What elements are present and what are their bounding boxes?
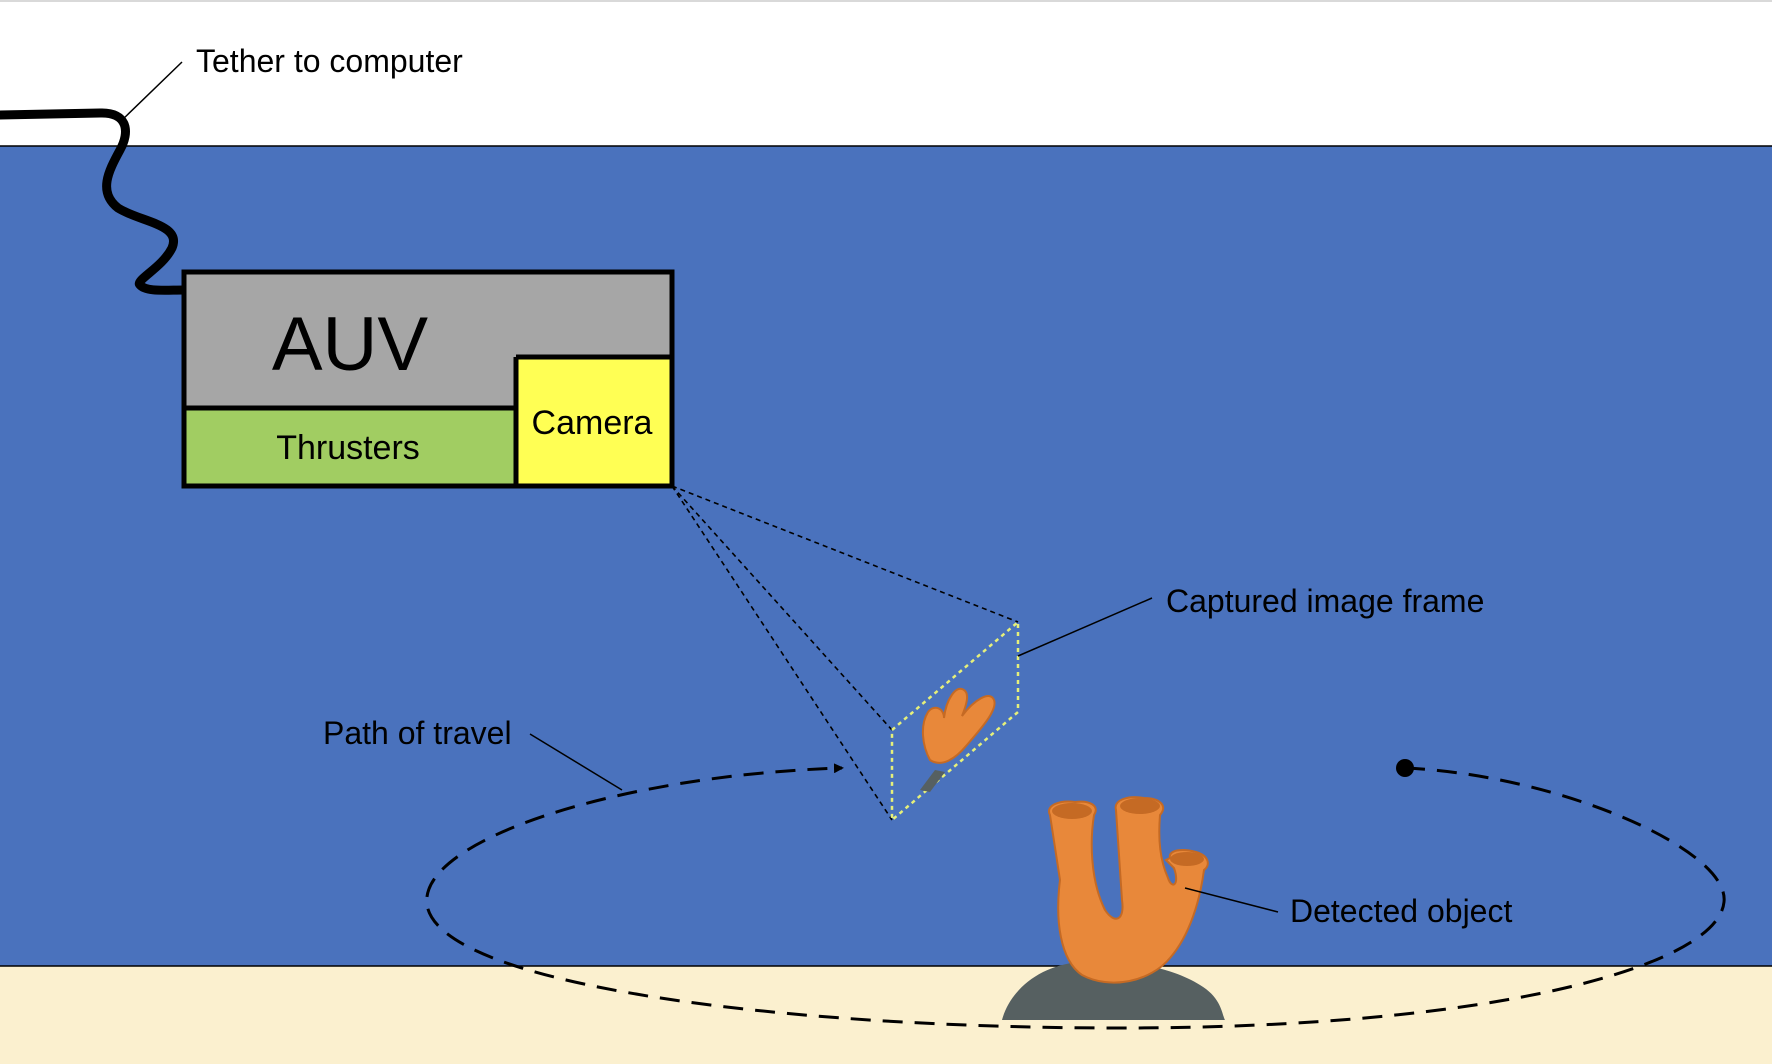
path-of-travel (425, 763, 1726, 1030)
sponge-opening-3 (1170, 852, 1204, 866)
frame-sponge-image (920, 687, 996, 792)
detected-object-label: Detected object (1290, 893, 1512, 929)
rock (1002, 960, 1225, 1020)
auv-label: AUV (272, 302, 429, 387)
camera-field-of-view (671, 485, 1019, 821)
auv-inner-borders (184, 354, 672, 486)
thrusters-block (184, 408, 516, 486)
sponge-opening-1 (1052, 803, 1092, 819)
water-region (0, 146, 1772, 966)
object-callout-line (1184, 887, 1279, 913)
sponge-opening-2 (1120, 798, 1160, 814)
camera-label: Camera (532, 404, 653, 442)
sponge (1048, 796, 1209, 984)
auv-vehicle: AUV Thrusters Camera (181, 269, 675, 489)
tether-label: Tether to computer (196, 43, 463, 79)
frame-border (890, 619, 1020, 823)
path-label: Path of travel (323, 715, 512, 751)
detected-object (1002, 796, 1225, 1020)
captured-image-frame (890, 619, 1020, 823)
seabed-region (0, 966, 1772, 1064)
captured-frame-label: Captured image frame (1166, 583, 1484, 619)
camera-block (516, 357, 672, 486)
auv-outline (181, 269, 675, 489)
path-callout-line (529, 733, 623, 791)
tether-cable (0, 108, 189, 295)
tether-callout-line (119, 61, 183, 123)
frame-callout-line (1017, 597, 1153, 657)
path-start-dot (1396, 759, 1414, 777)
thrusters-label: Thrusters (276, 429, 420, 467)
sky-region (0, 0, 1772, 146)
